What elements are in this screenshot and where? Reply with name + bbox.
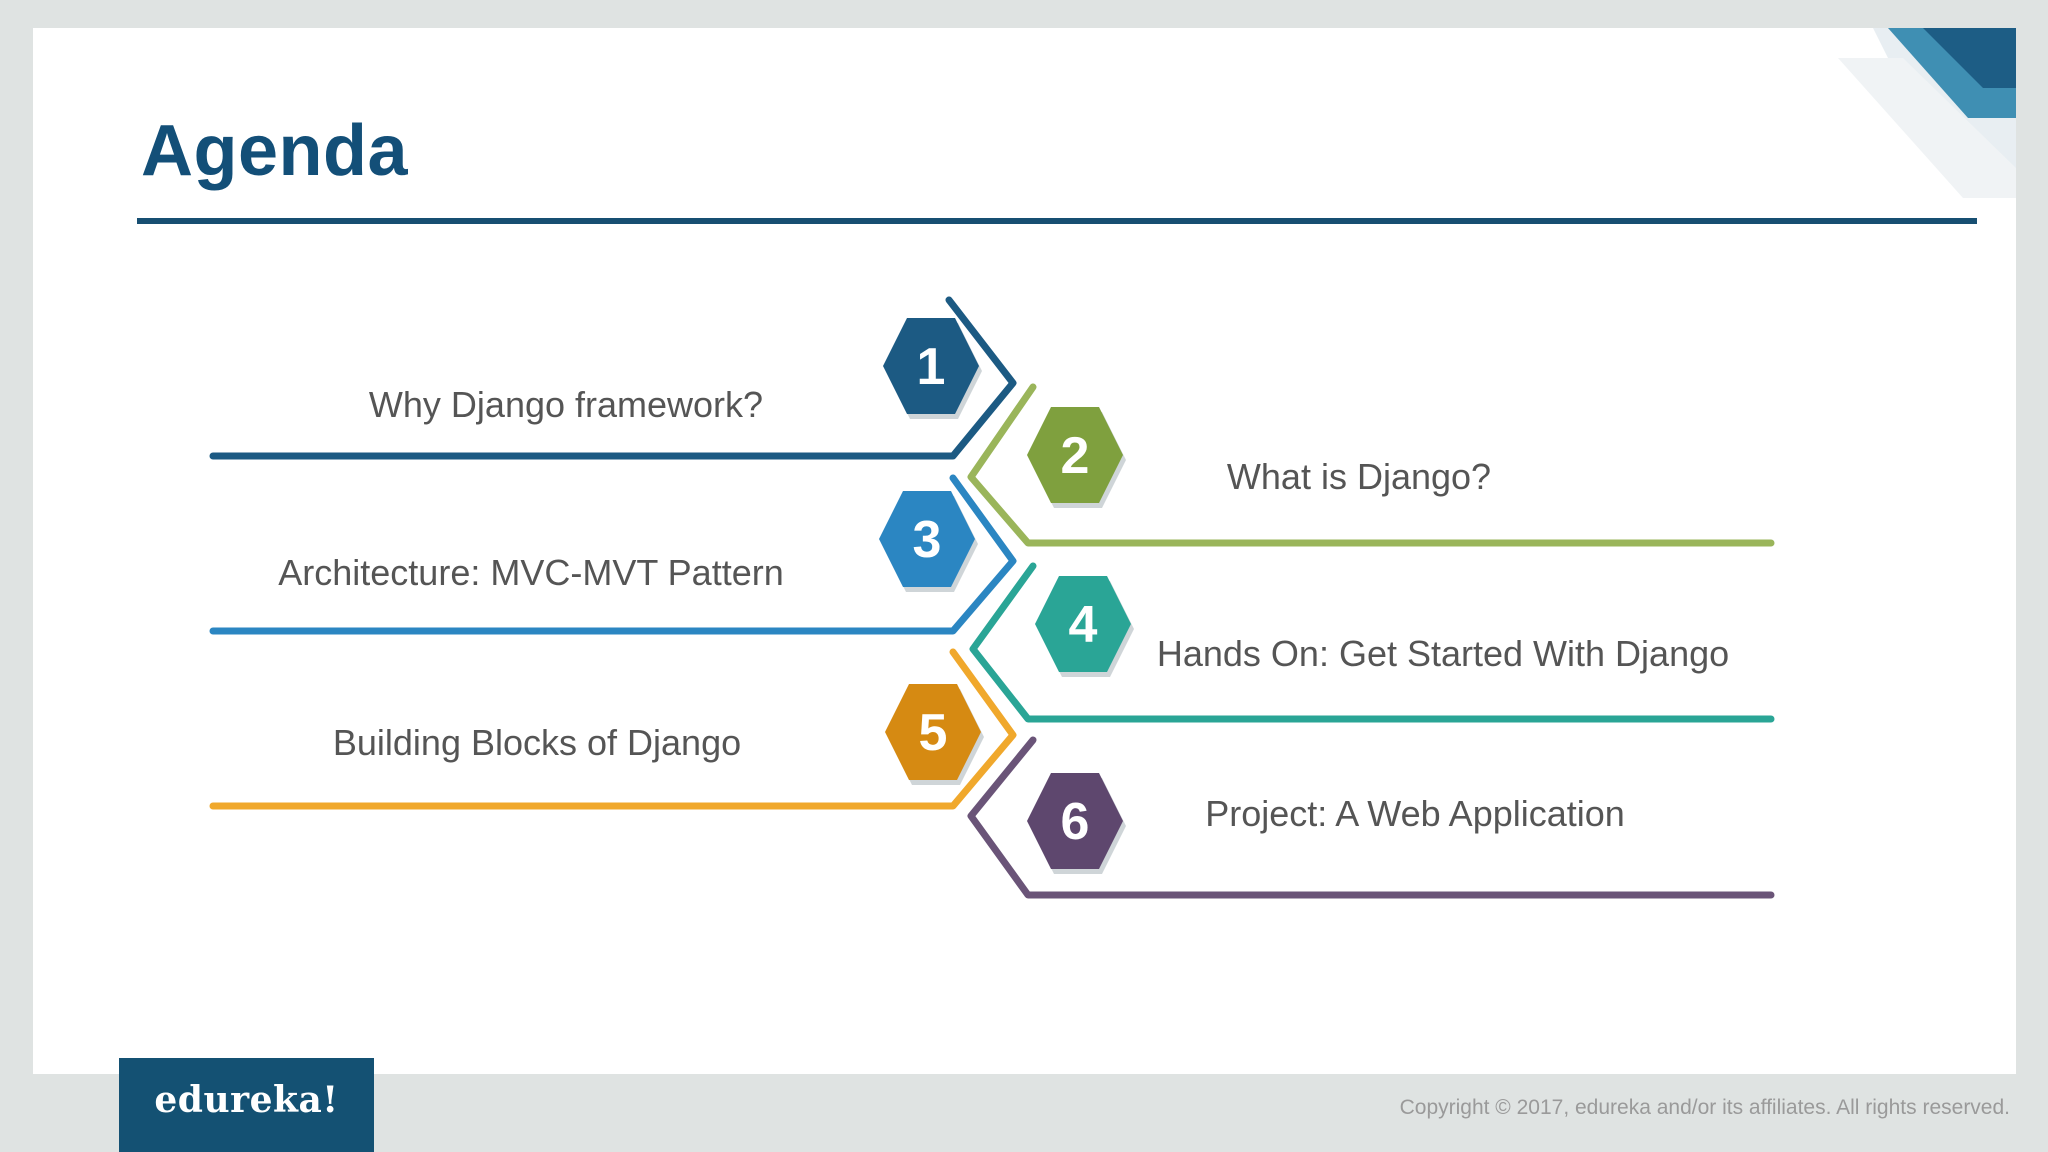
svg-text:6: 6 bbox=[1061, 793, 1090, 851]
agenda-item-label-2: What is Django? bbox=[1226, 456, 1492, 497]
svg-text:5: 5 bbox=[919, 704, 948, 762]
hexagon-icon bbox=[885, 684, 981, 780]
agenda-item-label-1: Why Django framework? bbox=[368, 384, 764, 425]
copyright-notice: Copyright © 2017, edureka and/or its aff… bbox=[1399, 1096, 2010, 1119]
logo-text: edureka! bbox=[154, 1079, 339, 1121]
svg-text:2: 2 bbox=[1061, 427, 1090, 485]
hexagon-icon bbox=[1035, 576, 1131, 672]
agenda-line-3 bbox=[209, 474, 1017, 635]
edureka-logo: edureka! bbox=[119, 1058, 374, 1152]
hexagon-icon bbox=[883, 318, 979, 414]
agenda-line-2 bbox=[967, 383, 1775, 547]
agenda-badge-1: 1 bbox=[883, 318, 982, 419]
agenda-badge-5: 5 bbox=[885, 684, 984, 785]
agenda-line-6 bbox=[967, 736, 1775, 899]
svg-text:3: 3 bbox=[913, 511, 942, 569]
agenda-item-label-3: Architecture: MVC-MVT Pattern bbox=[278, 552, 784, 593]
agenda-item-label-5: Building Blocks of Django bbox=[332, 722, 742, 763]
agenda-line-1 bbox=[209, 296, 1017, 460]
hexagon-icon bbox=[1027, 407, 1123, 503]
agenda-badge-4: 4 bbox=[1035, 576, 1134, 677]
agenda-line-4 bbox=[969, 562, 1775, 723]
corner-decoration bbox=[1838, 28, 2016, 198]
svg-text:1: 1 bbox=[917, 338, 946, 396]
agenda-item-label-4: Hands On: Get Started With Django bbox=[1156, 633, 1730, 674]
title-divider bbox=[137, 218, 1977, 224]
hexagon-icon bbox=[879, 491, 975, 587]
agenda-diagram: 1 2 3 4 5 6 bbox=[209, 296, 1775, 899]
svg-text:4: 4 bbox=[1069, 596, 1098, 654]
hexagon-icon bbox=[1027, 773, 1123, 869]
agenda-badge-6: 6 bbox=[1027, 773, 1126, 874]
slide: Agenda 1 2 3 4 bbox=[33, 28, 2016, 1074]
agenda-badge-2: 2 bbox=[1027, 407, 1126, 508]
agenda-badge-3: 3 bbox=[879, 491, 978, 592]
agenda-item-label-6: Project: A Web Application bbox=[1205, 793, 1625, 834]
agenda-line-5 bbox=[209, 648, 1017, 810]
page-title: Agenda bbox=[141, 111, 409, 191]
